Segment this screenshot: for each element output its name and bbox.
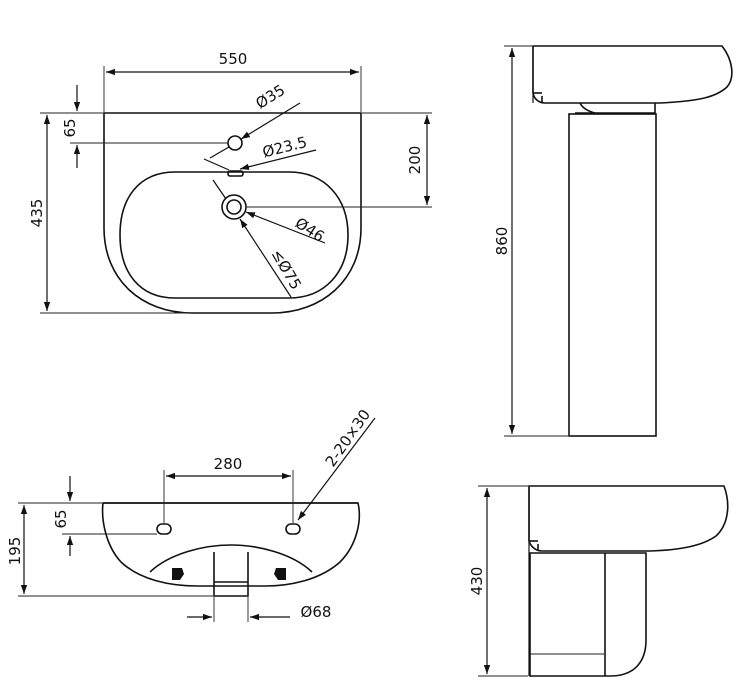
semi-basin-outline: [528, 485, 729, 552]
side-basin-outline: [532, 45, 733, 104]
bowl-outline: [119, 171, 349, 299]
drain-inner: [226, 199, 242, 215]
side-view-pedestal: 860: [493, 45, 733, 437]
pedestal-column: [568, 113, 657, 437]
tap-hole: [227, 135, 243, 151]
front-basin-outline: [101, 502, 361, 587]
label-fixing-holes: 2-20×30: [322, 406, 374, 470]
dim-width-label: 550: [219, 50, 248, 68]
top-view: 550 435 65 200 Ø35 Ø23.5 Ø46 ≤Ø75: [28, 50, 432, 314]
leader-drain: [245, 211, 326, 244]
semi-pedestal-view: 430: [468, 485, 729, 677]
leader-waste: [239, 218, 292, 298]
overflow-slot: [227, 170, 244, 177]
semi-pedestal-shroud: [529, 552, 647, 677]
waste-outlet: [213, 552, 249, 597]
fixing-hole-right: [285, 523, 301, 535]
fixing-bracket-right: [274, 568, 286, 580]
label-tap-hole: Ø35: [252, 81, 288, 113]
fixing-hole-left: [156, 523, 172, 535]
dim-fixing-spacing-label: 280: [214, 455, 243, 473]
front-bowl-underside: [149, 544, 313, 573]
front-view: 280 2-20×30 195 65 Ø68: [6, 406, 376, 622]
leader-tap-hole: [240, 102, 301, 140]
dim-waste-width-label: Ø68: [301, 603, 332, 621]
dim-semi-height-label: 430: [468, 567, 486, 596]
side-bowl-underside: [579, 102, 596, 114]
dim-fixing-height-label: 65: [52, 509, 70, 528]
pedestal-neck: [575, 103, 656, 114]
dim-drain-offset-label: 200: [406, 146, 424, 175]
fixing-bracket-left: [172, 568, 184, 580]
dim-depth-label: 435: [28, 199, 46, 228]
dim-front-height-label: 195: [6, 537, 24, 566]
leader-overflow: [239, 149, 317, 170]
basin-outline: [103, 112, 362, 314]
dim-tap-offset-label: 65: [61, 118, 79, 137]
leader-fixing-holes: [297, 417, 376, 521]
label-drain: Ø46: [292, 214, 328, 246]
label-overflow: Ø23.5: [261, 133, 309, 161]
dim-side-height-label: 860: [493, 227, 511, 256]
